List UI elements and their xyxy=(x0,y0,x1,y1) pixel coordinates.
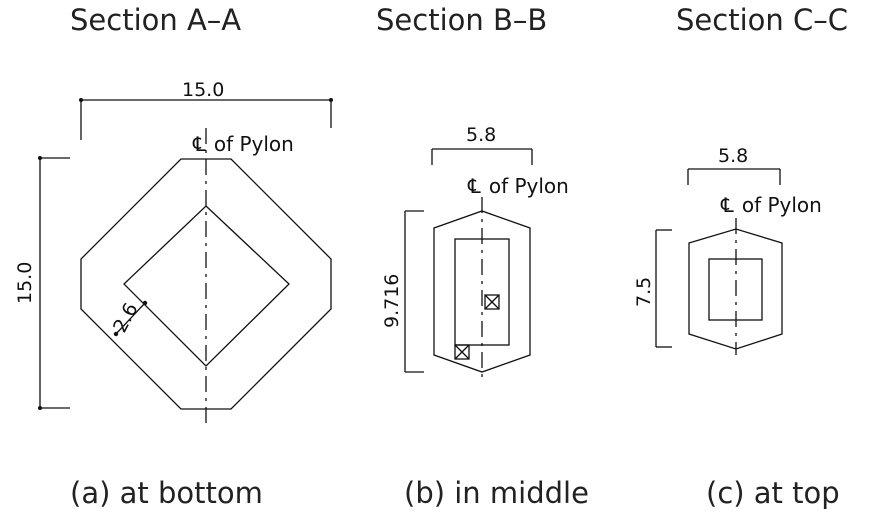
section-a-height-label: 15.0 xyxy=(14,262,36,304)
section-c: Section C–C 5.8 ℄of Pylon 7.5 (c) at top xyxy=(633,3,848,510)
section-c-title: Section C–C xyxy=(676,3,848,37)
section-a-inner-void xyxy=(123,205,290,367)
section-b: Section B–B 5.8 ℄of Pylon 9.716 (b) xyxy=(376,3,589,510)
section-a-width-tick-right xyxy=(329,98,333,102)
section-b-title: Section B–B xyxy=(376,3,547,37)
section-a-width-tick-left xyxy=(79,98,83,102)
section-a-title: Section A–A xyxy=(70,3,241,37)
section-b-height-label: 9.716 xyxy=(381,274,403,328)
centerline-icon: ℄ xyxy=(720,193,734,217)
centerline-icon: ℄ xyxy=(467,174,481,198)
section-b-centerline-label: ℄of Pylon xyxy=(467,174,569,198)
section-b-caption: (b) in middle xyxy=(404,476,589,510)
centerline-icon: ℄ xyxy=(192,132,206,156)
section-a-wall-tick-outer xyxy=(113,331,119,337)
section-a-wall-dim-line xyxy=(114,302,146,336)
section-a-caption: (a) at bottom xyxy=(70,476,263,510)
section-c-height-label: 7.5 xyxy=(633,277,655,307)
section-a-outer-outline xyxy=(80,158,332,410)
section-b-anchor-box-upper xyxy=(484,294,500,310)
section-a-height-tick-top xyxy=(38,156,42,160)
section-a-width-label: 15.0 xyxy=(182,79,224,101)
section-c-caption: (c) at top xyxy=(706,476,840,510)
section-a-wall-tick-inner xyxy=(142,300,148,306)
section-a-centerline-label: ℄of Pylon xyxy=(192,132,294,156)
section-b-width-label: 5.8 xyxy=(466,124,496,146)
section-c-centerline-label: ℄of Pylon xyxy=(720,193,822,217)
section-a-height-tick-bottom xyxy=(38,406,42,410)
section-a: Section A–A 15.0 15.0 ℄of Pylon 2.6 (a) … xyxy=(14,3,333,510)
section-b-anchor-box-lower xyxy=(454,344,470,360)
section-a-wall-label: 2.6 xyxy=(109,299,143,336)
section-c-width-label: 5.8 xyxy=(718,145,748,167)
